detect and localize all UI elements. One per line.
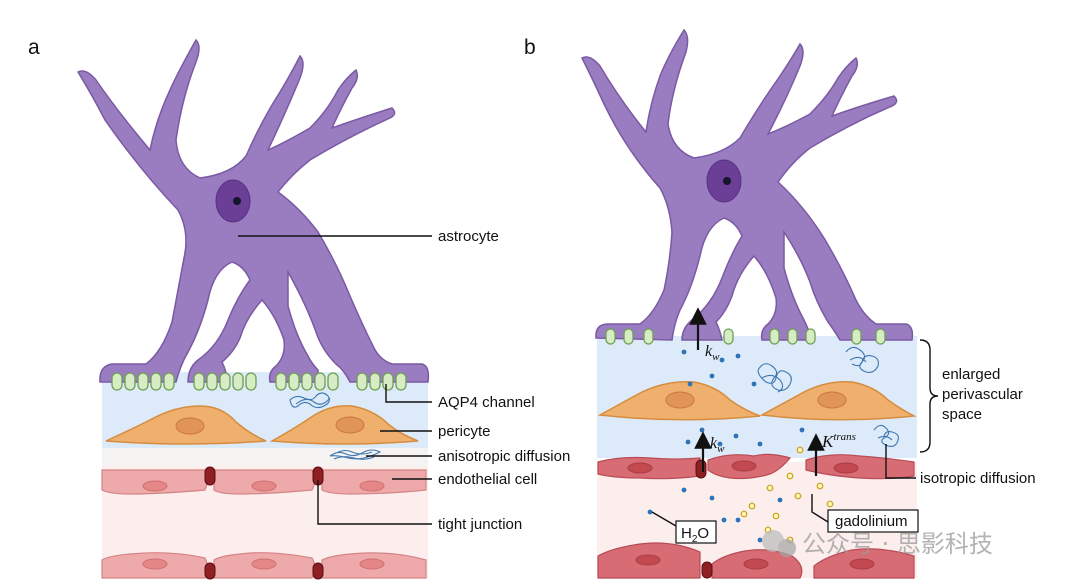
endothelial-row-bottom-b	[597, 542, 915, 579]
basement-band-a	[102, 448, 428, 466]
tight-junction-bottom-2	[312, 562, 324, 580]
leader-isotropic	[885, 444, 916, 479]
aqp4-channels-a	[111, 372, 407, 391]
tight-junction-b	[695, 459, 707, 479]
anisotropic-squiggle-a	[329, 449, 382, 460]
water-label-box	[675, 520, 717, 544]
squiggle-perivascular-a	[289, 392, 331, 409]
tight-junction-top-1	[204, 466, 216, 486]
tight-junction-bottom-1	[204, 562, 216, 580]
label-anisotropic-diffusion: anisotropic diffusion	[438, 448, 570, 465]
panel-b: b	[524, 28, 1036, 579]
leader-lines-a	[238, 235, 432, 525]
pericytes-b	[597, 380, 917, 421]
panel-a-letter: a	[28, 36, 40, 59]
panel-b-letter: b	[524, 36, 536, 59]
perivascular-bracket	[919, 339, 939, 453]
label-astrocyte: astrocyte	[438, 228, 499, 245]
label-aqp4-channel: AQP4 channel	[438, 394, 535, 411]
label-enlarged-2: perivascular	[942, 386, 1023, 403]
endothelial-row-top-a	[101, 466, 427, 495]
water-molecules-b	[647, 349, 805, 543]
isotropic-squiggles-b	[757, 346, 899, 447]
label-pericyte: pericyte	[438, 423, 491, 440]
kw-label-top: kw	[705, 343, 720, 363]
leader-water	[651, 511, 677, 527]
aqp4-channels-b	[605, 328, 886, 345]
label-enlarged-1: enlarged	[942, 366, 1000, 383]
gadolinium-molecules-b	[740, 446, 834, 544]
label-isotropic-diffusion: isotropic diffusion	[920, 470, 1036, 487]
label-enlarged-3: space	[942, 406, 982, 423]
astrocyte-cell-a	[76, 38, 430, 383]
tight-junction-b-bottom	[701, 561, 713, 579]
leader-gadolinium	[811, 494, 829, 523]
watermark-text: 公众号 · 思影科技	[802, 530, 993, 558]
astrocyte-cell-b	[580, 28, 914, 341]
endothelial-row-top-b	[597, 453, 915, 480]
pericytes-a	[105, 405, 419, 445]
watermark: 公众号 · 思影科技	[762, 530, 993, 558]
label-gadolinium: gadolinium	[835, 513, 908, 530]
label-endothelial-cell: endothelial cell	[438, 471, 537, 488]
astrocyte-nucleolus-b	[723, 177, 731, 185]
gadolinium-label-box	[827, 509, 919, 533]
kw-label-bottom: kw	[710, 435, 725, 455]
label-water: H2O	[681, 525, 709, 545]
astrocyte-nucleolus-a	[233, 197, 241, 205]
ktrans-label: Ktrans	[821, 431, 856, 451]
panel-a: a	[28, 36, 570, 580]
label-tight-junction: tight junction	[438, 516, 522, 533]
endothelial-row-bottom-a	[101, 552, 427, 580]
